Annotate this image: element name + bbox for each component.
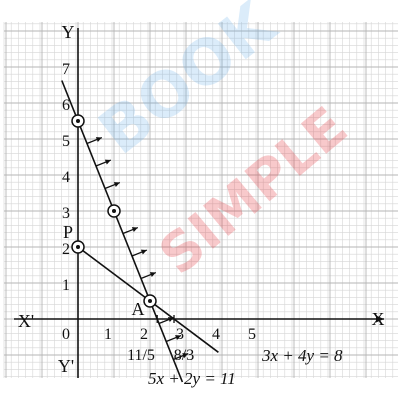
- y-tick-label: 7: [62, 61, 70, 78]
- constraint-line-1: [61, 80, 184, 383]
- chart-labels: Y X X' Y' 0 1 2 3 4 5 1 2 3 4 5 6 7 11/5 8/3 P A 3x + 4y = 8 5…: [18, 22, 385, 388]
- watermark-text-book: BOOK: [85, 0, 290, 169]
- line-label-3x-4y: 3x + 4y = 8: [261, 346, 343, 365]
- y-tick-label: 3: [62, 205, 70, 222]
- axes: [14, 28, 384, 378]
- x-axis-arrowhead: [376, 315, 384, 323]
- x-tick-label: 5: [248, 326, 256, 343]
- corner-point-dot: [112, 209, 116, 213]
- shade-arrow-head: [104, 159, 111, 165]
- shade-arrow-head: [182, 353, 189, 358]
- shade-arrow-head: [113, 182, 120, 187]
- y-neg-axis-label: Y': [58, 356, 74, 376]
- corner-point-dot: [148, 299, 152, 303]
- y-tick-label: 5: [62, 133, 70, 150]
- x-tick-label: 2: [140, 326, 148, 343]
- shade-arrow-head: [175, 335, 182, 340]
- origin-label: 0: [62, 326, 70, 343]
- y-axis-label: Y: [62, 22, 75, 42]
- x-tick-label: 4: [212, 326, 220, 343]
- x-axis-label: X: [372, 309, 385, 329]
- corner-points: [71, 114, 157, 308]
- line-label-5x-2y: 5x + 2y = 11: [148, 369, 236, 388]
- shade-arrow-head: [140, 249, 147, 255]
- intercept-label: 8/3: [174, 347, 194, 364]
- x-tick-label: 1: [104, 326, 112, 343]
- y-tick-label: 2: [62, 241, 70, 258]
- point-label-a: A: [132, 299, 145, 319]
- shade-arrow-head: [167, 317, 174, 322]
- y-tick-label: 6: [62, 97, 70, 114]
- x-neg-axis-label: X': [18, 311, 34, 331]
- point-label-p: P: [63, 222, 73, 242]
- x-tick-label: 3: [176, 326, 184, 343]
- shade-arrow-head: [131, 227, 138, 232]
- shade-arrow-head: [149, 272, 156, 277]
- half-plane-arrows: [86, 136, 189, 361]
- corner-point-dot: [76, 245, 80, 249]
- y-tick-label: 1: [62, 277, 70, 294]
- intercept-label: 11/5: [127, 347, 155, 364]
- corner-point-dot: [76, 119, 80, 123]
- y-tick-label: 4: [62, 169, 70, 186]
- shade-arrow-head: [95, 137, 102, 142]
